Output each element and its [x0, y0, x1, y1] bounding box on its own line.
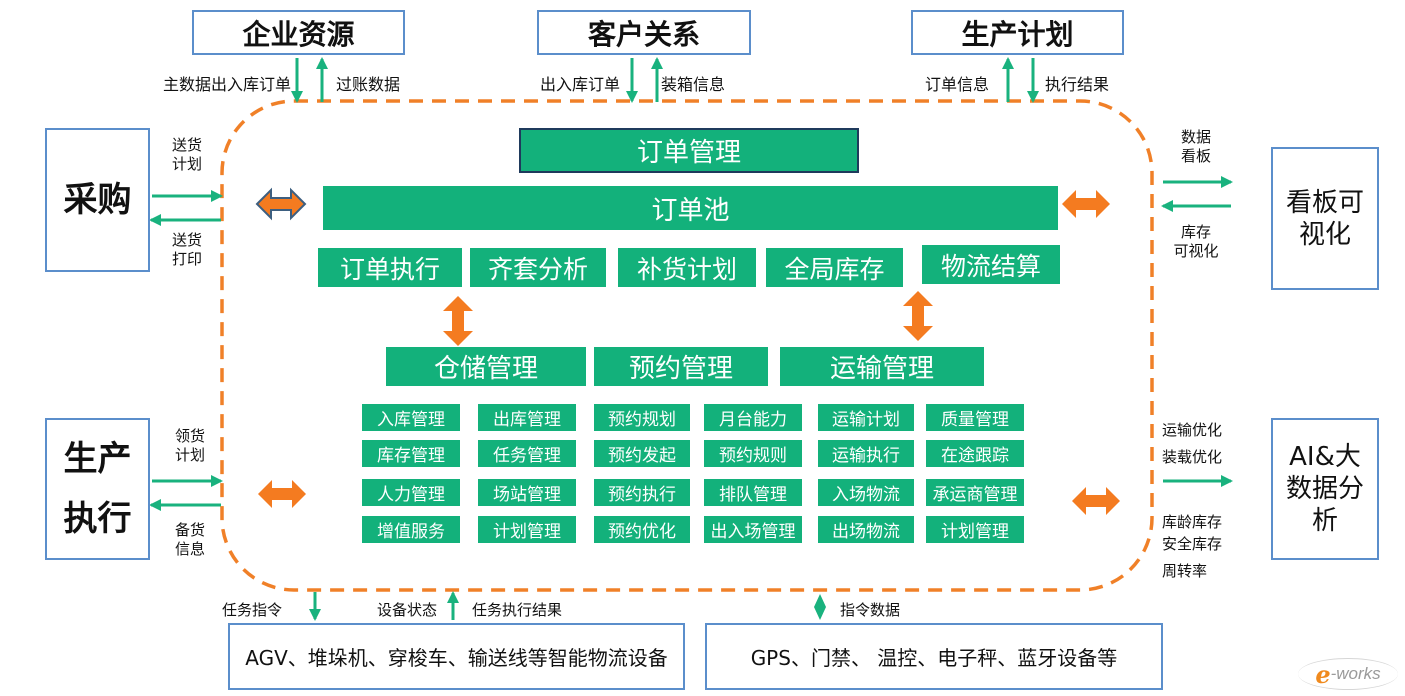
module-inventory-management: 库存管理: [362, 440, 460, 467]
planning-flow-label-a: 订单信息: [925, 75, 990, 94]
module-appointment-planning: 预约规划: [594, 404, 690, 431]
vertical-double-arrow-icon-right: [903, 291, 933, 341]
double-arrow-icon-left-bottom: [258, 480, 306, 508]
logo-e-mark: e: [1315, 659, 1331, 689]
module-dock-capacity: 月台能力: [704, 404, 802, 431]
analytics-label-inventory-age: 库龄库存: [1162, 513, 1223, 531]
module-global-inventory: 全局库存: [766, 248, 903, 287]
module-plan-management-2: 计划管理: [926, 516, 1024, 543]
purchasing-box: 采购: [45, 128, 150, 272]
dashboard-flow-label-a: 数据 看板: [1180, 128, 1211, 165]
module-appointment-initiation: 预约发起: [594, 440, 690, 467]
module-in-transit-tracking: 在途跟踪: [926, 440, 1024, 467]
order-management-header: 订单管理: [519, 128, 859, 173]
module-transport-management: 运输管理: [780, 347, 984, 386]
order-pool-bar: 订单池: [323, 186, 1058, 230]
enterprise-resources-box: 企业资源: [192, 10, 405, 55]
dashboard-visualization-box: 看板可 视化: [1271, 147, 1379, 290]
module-transport-planning: 运输计划: [818, 404, 914, 431]
erp-flow-label-in: 主数据出入库订单: [163, 75, 292, 94]
module-warehouse-management: 仓储管理: [386, 347, 586, 386]
module-appointment-optimization: 预约优化: [594, 516, 690, 543]
task-result-label: 任务执行结果: [472, 601, 563, 619]
module-labor-management: 人力管理: [362, 479, 460, 506]
module-inbound-logistics: 入场物流: [818, 479, 914, 506]
vertical-double-arrow-icon-left: [443, 296, 473, 346]
module-appointment-management: 预约管理: [594, 347, 768, 386]
module-appointment-execution: 预约执行: [594, 479, 690, 506]
module-transport-execution: 运输执行: [818, 440, 914, 467]
module-kitting-analysis: 齐套分析: [470, 248, 606, 287]
planning-flow-label-b: 执行结果: [1045, 75, 1110, 94]
task-command-label: 任务指令: [222, 601, 283, 619]
module-plan-management: 计划管理: [478, 516, 576, 543]
analytics-label-loading-optimization: 装载优化: [1162, 448, 1223, 466]
module-appointment-rules: 预约规则: [704, 440, 802, 467]
analytics-label-transport-optimization: 运输优化: [1162, 421, 1223, 439]
module-logistics-settlement: 物流结算: [922, 245, 1060, 284]
crm-flow-label-out: 装箱信息: [661, 75, 726, 94]
smart-logistics-devices-box: AGV、堆垛机、穿梭车、输送线等智能物流设备: [228, 623, 685, 690]
analytics-label-turnover: 周转率: [1162, 562, 1208, 580]
module-gate-in-out-management: 出入场管理: [704, 516, 802, 543]
module-value-added-services: 增值服务: [362, 516, 460, 543]
module-queue-management: 排队管理: [704, 479, 802, 506]
ai-bigdata-analytics-box: AI&大 数据分 析: [1271, 418, 1379, 560]
double-arrow-icon-right-bottom: [1072, 487, 1120, 515]
command-data-diamond-icon: [814, 594, 826, 620]
module-replenishment-planning: 补货计划: [618, 248, 756, 287]
double-arrow-icon-right-top: [1062, 190, 1110, 218]
crm-flow-label-in: 出入库订单: [540, 75, 621, 94]
device-status-label: 设备状态: [377, 601, 438, 619]
dashboard-flow-label-b: 库存 可视化: [1173, 223, 1219, 260]
double-arrow-icon-left-top: [255, 187, 307, 221]
module-inbound-management: 入库管理: [362, 404, 460, 431]
module-order-execution: 订单执行: [318, 248, 462, 287]
erp-flow-label-out: 过账数据: [336, 75, 401, 94]
module-outbound-management: 出库管理: [478, 404, 576, 431]
production-flow-label-out: 备货 信息: [175, 521, 206, 558]
module-yard-management: 场站管理: [478, 479, 576, 506]
module-task-management: 任务管理: [478, 440, 576, 467]
purchase-flow-label-out: 送货 打印: [172, 231, 203, 268]
module-outbound-logistics: 出场物流: [818, 516, 914, 543]
purchase-flow-label-in: 送货 计划: [172, 136, 203, 173]
logo-wordmark: -works: [1330, 664, 1381, 683]
production-planning-box: 生产计划: [911, 10, 1124, 55]
module-quality-management: 质量管理: [926, 404, 1024, 431]
command-data-label: 指令数据: [840, 601, 901, 619]
module-carrier-management: 承运商管理: [926, 479, 1024, 506]
production-flow-label-in: 领货 计划: [175, 427, 206, 464]
eworks-logo: e-works: [1298, 658, 1398, 690]
iot-devices-box: GPS、门禁、 温控、电子秤、蓝牙设备等: [705, 623, 1163, 690]
analytics-label-safety-stock: 安全库存: [1162, 535, 1223, 553]
production-execution-box: 生产 执行: [45, 418, 150, 560]
wms-boundary-dashed: [220, 99, 1154, 592]
customer-relations-box: 客户关系: [537, 10, 751, 55]
